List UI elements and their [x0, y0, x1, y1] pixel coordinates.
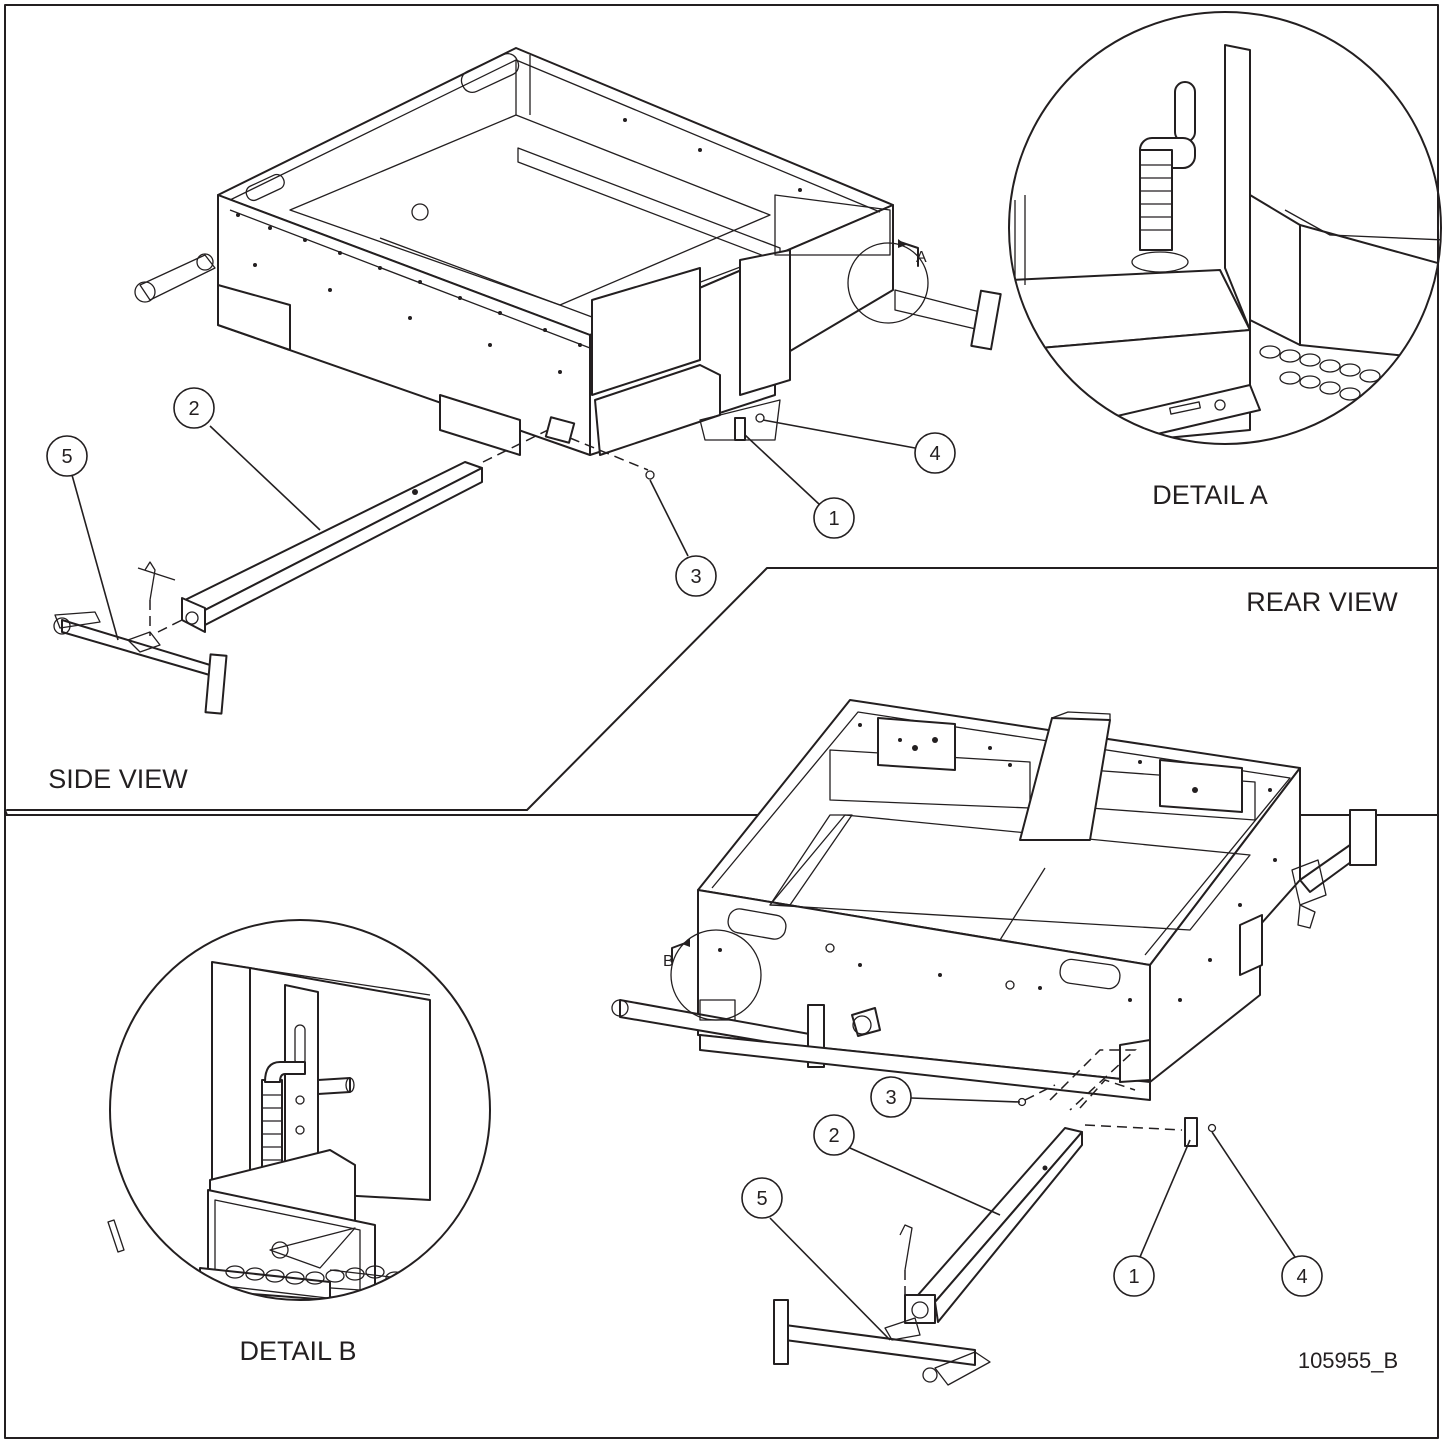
side-callout-3: 3	[690, 566, 701, 588]
drawing-number: 105955_B	[1298, 1348, 1398, 1373]
side-callouts: 2 5 3 1 4	[46, 387, 956, 641]
rear-callout-1: 1	[1128, 1266, 1139, 1288]
side-view-rivets	[236, 118, 802, 374]
rear-view-enclosure	[611, 699, 1377, 1101]
detail-a-marker: A	[898, 239, 927, 267]
rear-callout-3: 3	[885, 1087, 896, 1109]
detail-a-label: DETAIL A	[1152, 480, 1268, 510]
rear-callout-5: 5	[756, 1188, 767, 1210]
side-callout-5: 5	[61, 446, 72, 468]
side-view-label: SIDE VIEW	[48, 764, 188, 794]
rear-callout-2: 2	[828, 1125, 839, 1147]
detail-b-marker: B	[663, 938, 690, 970]
detail-a: DETAIL A	[1008, 11, 1442, 510]
detail-a-marker-label: A	[916, 249, 927, 266]
side-callout-4: 4	[929, 443, 940, 465]
rear-view-rivets	[718, 723, 1277, 1002]
side-callout-2: 2	[188, 398, 199, 420]
detail-b-marker-label: B	[663, 953, 674, 970]
side-view-enclosure	[134, 47, 1002, 456]
rear-callouts: 3 2 5 1 4	[741, 1076, 1323, 1341]
side-callout-1: 1	[828, 508, 839, 530]
detail-b-label: DETAIL B	[239, 1336, 356, 1366]
detail-b: DETAIL B	[107, 919, 491, 1366]
rear-callout-4: 4	[1296, 1266, 1307, 1288]
side-view-exploded-parts	[53, 413, 765, 715]
rear-view-label: REAR VIEW	[1246, 587, 1398, 617]
